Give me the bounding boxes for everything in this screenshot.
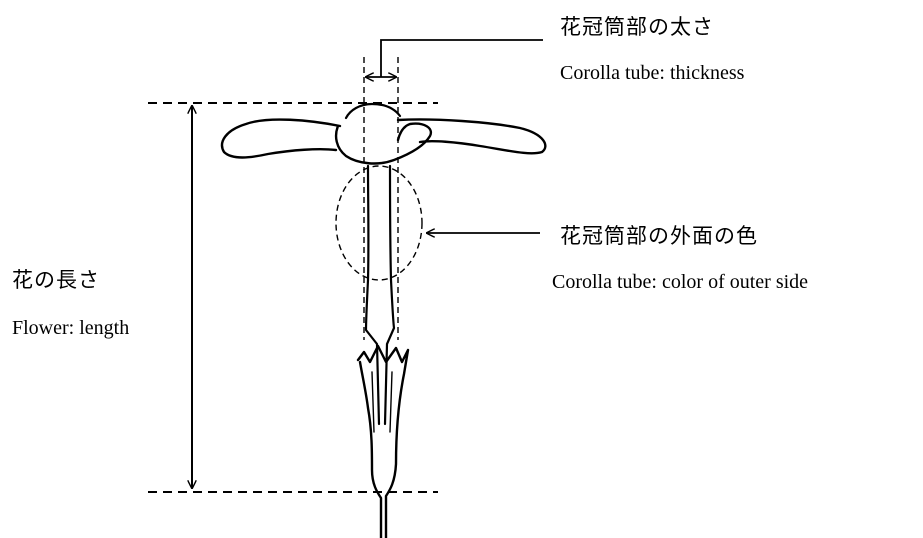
flower-length-label-jp: 花の長さ xyxy=(12,270,100,291)
calyx-inner-lines xyxy=(372,372,392,432)
tube-color-ellipse xyxy=(336,166,422,280)
central-cup xyxy=(336,124,431,164)
corolla-tube-right xyxy=(385,166,394,424)
thickness-label-jp: 花冠筒部の太さ xyxy=(560,17,714,38)
flower-length-label-en: Flower: length xyxy=(12,318,129,338)
thickness-label-en: Corolla tube: thickness xyxy=(560,63,744,83)
tube-color-label-en: Corolla tube: color of outer side xyxy=(552,272,808,292)
left-petal xyxy=(222,120,340,158)
thickness-leader xyxy=(381,40,543,77)
annotations xyxy=(148,40,543,492)
calyx xyxy=(358,346,408,538)
top-petal xyxy=(346,104,400,118)
flower-illustration xyxy=(222,104,545,538)
tube-color-label-jp: 花冠筒部の外面の色 xyxy=(560,226,758,247)
